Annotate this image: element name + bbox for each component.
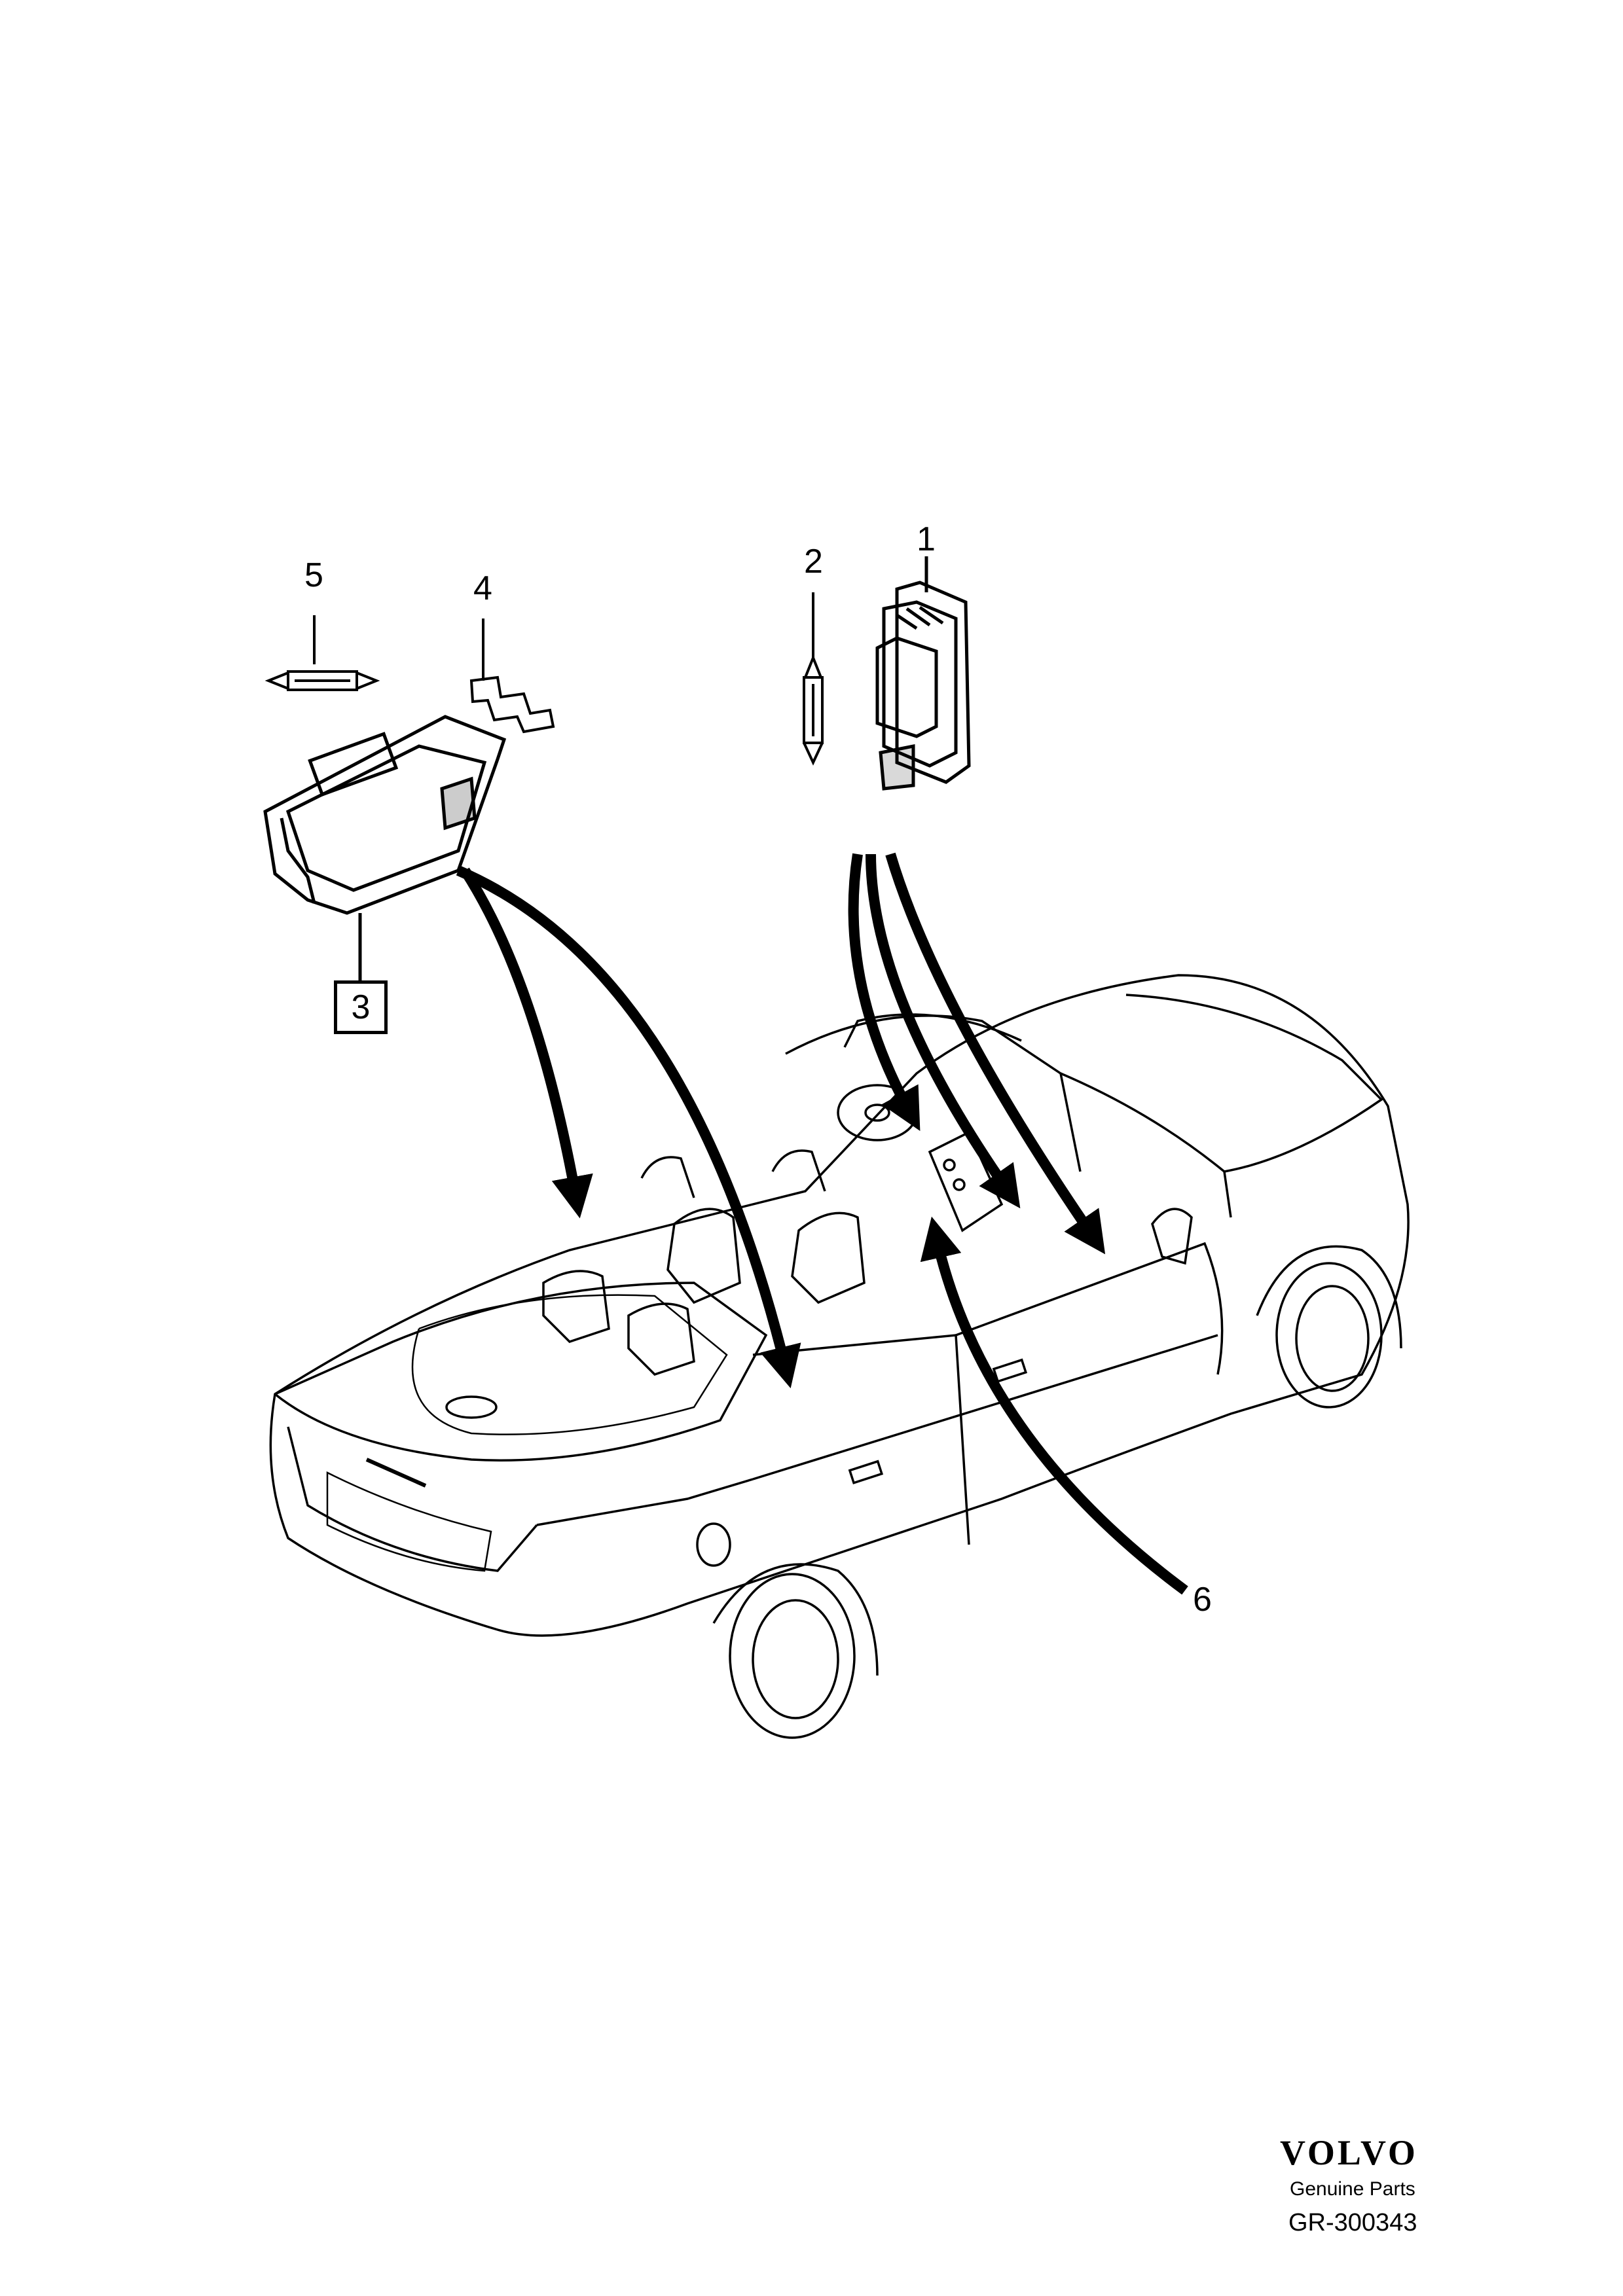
leader-arrows [456,852,1188,1595]
callout-2: 2 [804,543,823,581]
genuine-parts-text: Genuine Parts [1290,2178,1415,2200]
callout-3-boxed: 3 [334,980,388,1034]
car-body [269,974,1410,1739]
callout-1: 1 [917,520,936,558]
part-2-bulb [803,592,824,766]
callout-6: 6 [1193,1581,1212,1619]
part-3-interior-lamp [263,715,507,982]
callout-5: 5 [304,556,323,594]
part-4-clip [469,619,555,734]
part-1-lamp-housing [875,556,971,791]
drawing-code: GR-300343 [1288,2209,1417,2236]
brand-logo-text: VOLVO [1280,2133,1418,2172]
callout-3-label: 3 [351,988,371,1026]
part-5-bulb [264,615,380,691]
callout-4: 4 [473,569,492,607]
